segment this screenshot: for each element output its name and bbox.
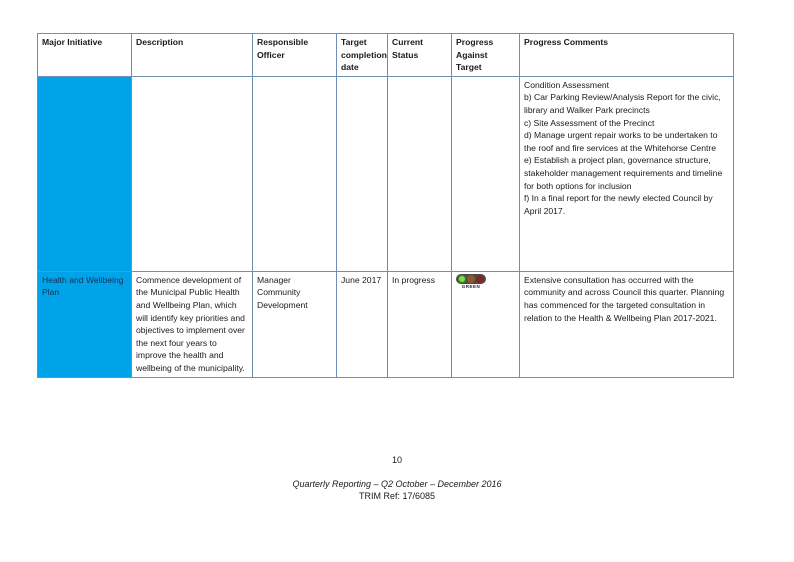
page-number: 10 [391, 455, 402, 465]
initiative-cell: Health and Wellbeing Plan [37, 270, 132, 378]
comments-cell: Condition Assessment b) Car Parking Revi… [519, 75, 734, 272]
traffic-light-label: GREEN [461, 283, 481, 289]
comment-line: b) Car Parking Review/Analysis Report fo… [524, 92, 721, 115]
status-cell: In progress [387, 270, 452, 378]
header-current-status: Current Status [387, 33, 452, 77]
table-header-row: Major Initiative Description Responsible… [37, 33, 734, 77]
officer-cell [252, 75, 337, 272]
footer-title: Quarterly Reporting – Q2 October – Decem… [292, 479, 502, 489]
comments-cell: Extensive consultation has occurred with… [519, 270, 734, 378]
description-cell [131, 75, 253, 272]
table-row: Health and Wellbeing Plan Commence devel… [37, 270, 734, 378]
initiative-cell [37, 75, 132, 272]
traffic-light-green-icon: GREEN [456, 273, 486, 290]
amber-light [467, 274, 475, 283]
officer-cell: Manager Community Development [252, 270, 337, 378]
status-cell [387, 75, 452, 272]
progress-report-table: Major Initiative Description Responsible… [37, 33, 734, 378]
header-description: Description [131, 33, 253, 77]
progress-cell [451, 75, 520, 272]
header-major-initiative: Major Initiative [37, 33, 132, 77]
footer-reference: TRIM Ref: 17/6085 [358, 491, 436, 501]
traffic-light-housing [456, 273, 486, 284]
comment-line: d) Manage urgent repair works to be unde… [524, 130, 718, 153]
target-date-cell [336, 75, 388, 272]
header-progress-against-target: Progress Against Target [451, 33, 520, 77]
header-target-completion-date: Target completion date [336, 33, 388, 77]
header-progress-comments: Progress Comments [519, 33, 734, 77]
comment-line: c) Site Assessment of the Precinct [524, 117, 655, 128]
table-row: Condition Assessment b) Car Parking Revi… [37, 75, 734, 272]
green-light [458, 274, 466, 283]
red-light [476, 274, 484, 283]
comment-line: e) Establish a project plan, governance … [524, 155, 723, 191]
description-cell: Commence development of the Municipal Pu… [131, 270, 253, 378]
comment-line: f) In a final report for the newly elect… [524, 193, 713, 216]
comment-line: Condition Assessment [524, 79, 610, 90]
progress-cell: GREEN [451, 270, 520, 378]
header-responsible-officer: Responsible Officer [252, 33, 337, 77]
target-date-cell: June 2017 [336, 270, 388, 378]
